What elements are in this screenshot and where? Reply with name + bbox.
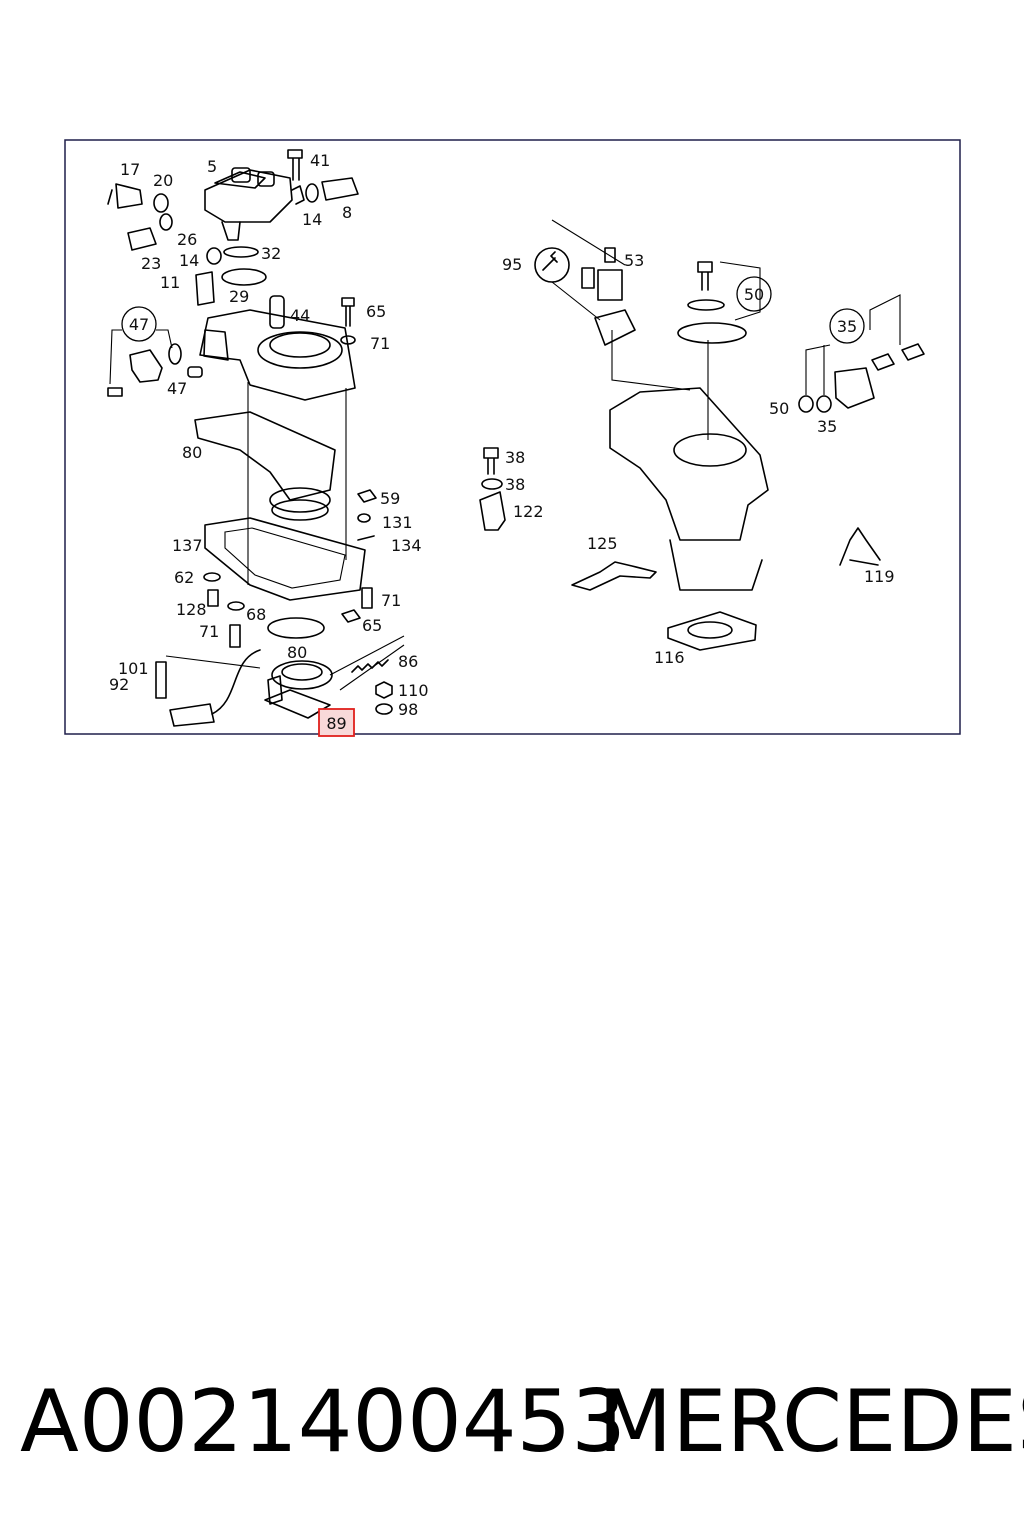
part-number: A0021400453 <box>20 1372 626 1472</box>
callout-8[interactable]: 8 <box>342 203 352 222</box>
callout-41[interactable]: 41 <box>310 151 330 170</box>
right-assembly-drawing <box>479 219 925 651</box>
callout-62[interactable]: 137 <box>172 536 203 555</box>
callout-5[interactable]: 5 <box>207 157 217 176</box>
callout-86[interactable]: 80 <box>287 643 307 662</box>
callout-35[interactable]: 35 <box>837 317 857 336</box>
callout-14b[interactable]: 14 <box>179 251 199 270</box>
highlight-box <box>318 708 355 737</box>
callout-20[interactable]: 20 <box>153 171 173 190</box>
diagram-frame <box>64 139 961 735</box>
callout-38a[interactable]: 50 <box>769 399 789 418</box>
callout-44[interactable]: 44 <box>290 306 310 325</box>
callout-137[interactable]: 134 <box>391 536 422 555</box>
brand-name: MERCEDES <box>598 1372 1024 1472</box>
callout-119[interactable]: 122 <box>513 502 544 521</box>
callout-32[interactable]: 32 <box>261 244 281 263</box>
callout-56[interactable]: 53 <box>624 251 644 270</box>
callout-71a[interactable]: 71 <box>370 334 390 353</box>
callout-101[interactable]: 86 <box>398 652 418 671</box>
callout-65a[interactable]: 65 <box>366 302 386 321</box>
callout-80a[interactable]: 47 <box>167 379 187 398</box>
callout-47-circle <box>121 306 157 342</box>
callout-29[interactable]: 29 <box>229 287 249 306</box>
callout-113[interactable]: 119 <box>864 567 895 586</box>
callout-95[interactable]: 98 <box>398 700 418 719</box>
callout-71c[interactable]: 68 <box>246 605 266 624</box>
left-assembly-drawing <box>107 149 405 727</box>
parts-diagram: 17 5 41 20 8 14 26 14 32 23 11 29 44 65 … <box>64 139 961 737</box>
callout-110[interactable]: 92 <box>109 675 129 694</box>
callout-122[interactable]: 38 <box>505 448 525 467</box>
callout-38b[interactable]: 35 <box>817 417 837 436</box>
callout-92[interactable]: 101 <box>118 659 149 678</box>
callout-50-circle <box>736 276 772 312</box>
callout-labels: 17 5 41 20 8 14 26 14 32 23 11 29 44 65 … <box>109 151 895 737</box>
callout-98[interactable]: 110 <box>398 681 429 700</box>
callout-14a[interactable]: 14 <box>302 210 322 229</box>
callout-107[interactable]: 116 <box>654 648 685 667</box>
callout-131[interactable]: 59 <box>380 489 400 508</box>
callout-23[interactable]: 23 <box>141 254 161 273</box>
callout-68[interactable]: 128 <box>176 600 207 619</box>
callout-17[interactable]: 17 <box>120 160 140 179</box>
callout-50[interactable]: 50 <box>744 285 764 304</box>
callout-47[interactable]: 47 <box>129 315 149 334</box>
callout-128[interactable]: 71 <box>381 591 401 610</box>
callout-134[interactable]: 131 <box>382 513 413 532</box>
callout-59[interactable]: 80 <box>182 443 202 462</box>
callout-26[interactable]: 26 <box>177 230 197 249</box>
caption: A0021400453 MERCEDES <box>0 1372 1024 1472</box>
callout-80b[interactable]: 65 <box>362 616 382 635</box>
callout-65b[interactable]: 71 <box>199 622 219 641</box>
callout-125[interactable]: 38 <box>505 475 525 494</box>
callout-11[interactable]: 11 <box>160 273 180 292</box>
callout-116[interactable]: 125 <box>587 534 618 553</box>
callout-89-highlighted[interactable]: 89 <box>326 714 346 733</box>
callout-35-circle <box>829 308 865 344</box>
callout-53[interactable]: 95 <box>502 255 522 274</box>
callout-71b[interactable]: 62 <box>174 568 194 587</box>
